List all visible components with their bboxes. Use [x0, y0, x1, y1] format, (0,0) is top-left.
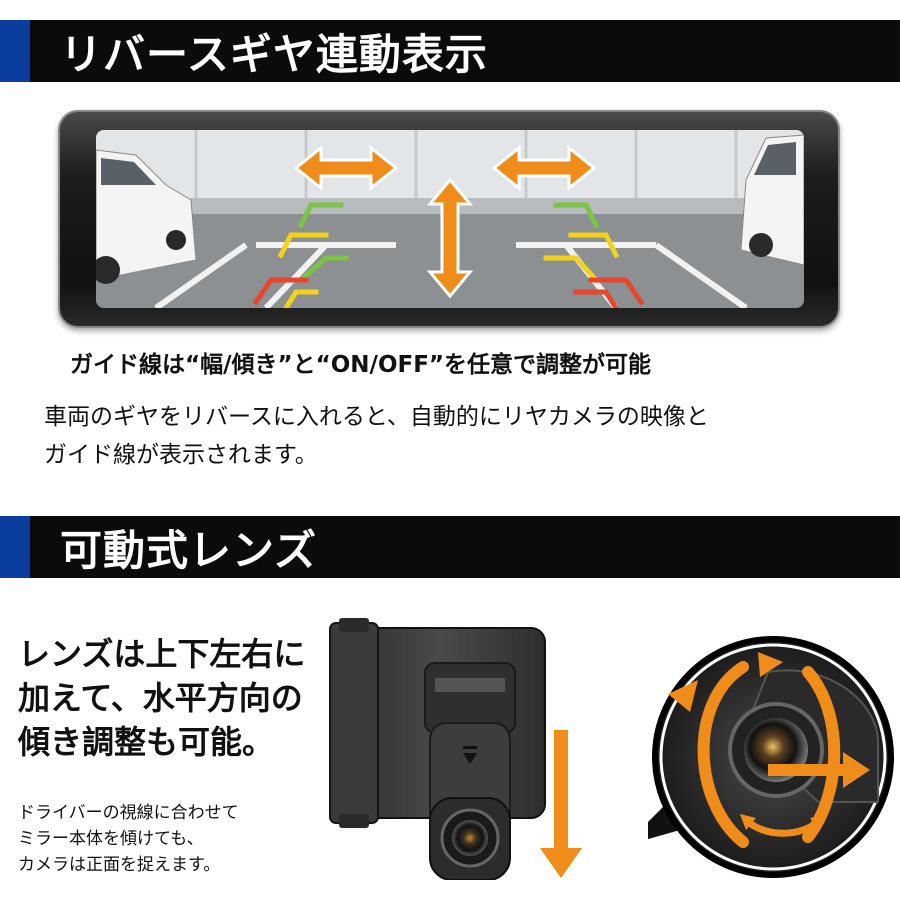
vertical-arrow-icon — [426, 177, 474, 299]
rotation-arrow-icon — [740, 814, 826, 837]
lens-sub-line: ドライバーの視線に合わせて — [18, 803, 239, 823]
lens-main-line: 加えて、水平方向の — [18, 679, 303, 717]
reverse-description: 車両のギヤをリバースに入れると、自動的にリヤカメラの映像と ガイド線が表示されま… — [44, 398, 709, 474]
section-header-reverse: リバースギヤ連動表示 — [0, 20, 900, 82]
lens-sub-text: ドライバーの視線に合わせて ミラー本体を傾けても、 カメラは正面を捉えます。 — [18, 800, 318, 878]
lens-sub-line: カメラは正面を捉えます。 — [18, 855, 221, 875]
guide-line-caption: ガイド線は“幅/傾き”と“ON/OFF”を任意で調整が可能 — [70, 352, 652, 378]
horizontal-arrow-icon — [768, 752, 870, 788]
lens-sub-line: ミラー本体を傾けても、 — [18, 829, 204, 849]
rotation-arrow-icon — [758, 652, 783, 677]
rotation-arrow-icon — [668, 680, 698, 712]
lens-main-line: レンズは上下左右に — [18, 635, 306, 673]
section-title-lens: 可動式レンズ — [60, 525, 318, 575]
header-accent-bar — [0, 516, 30, 578]
section-title-reverse: リバースギヤ連動表示 — [60, 29, 488, 79]
camera-unit-image — [329, 618, 546, 880]
lens-main-text: レンズは上下左右に 加えて、水平方向の 傾き調整も可能。 — [18, 632, 318, 764]
horizontal-arrow-icon — [491, 144, 597, 192]
lens-zoom-image — [648, 636, 894, 878]
description-line: 車両のギヤをリバースに入れると、自動的にリヤカメラの映像と — [44, 404, 709, 430]
lens-main-line: 傾き調整も可能。 — [18, 723, 275, 761]
down-arrow-icon — [540, 730, 582, 878]
rear-camera-screen — [96, 130, 804, 308]
section-header-lens: 可動式レンズ — [0, 516, 900, 578]
description-line: ガイド線が表示されます。 — [44, 442, 318, 468]
header-accent-bar — [0, 20, 30, 82]
horizontal-arrow-icon — [293, 144, 399, 192]
